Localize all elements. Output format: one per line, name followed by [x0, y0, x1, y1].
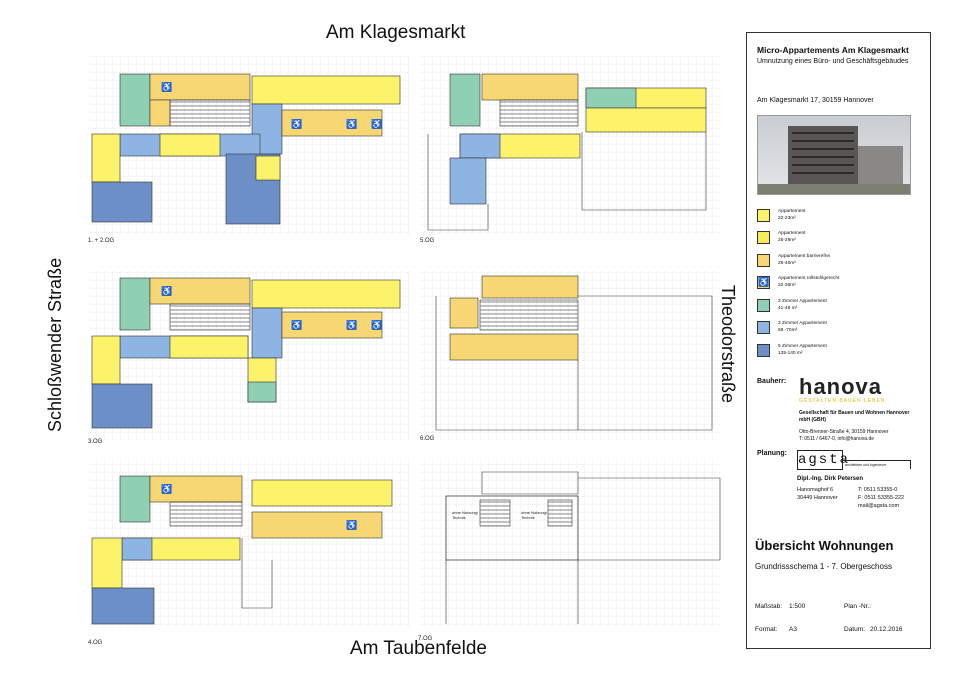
svg-text:♿: ♿ [291, 118, 302, 129]
legend-label: Appartement rollstuhlgerecht [778, 276, 840, 281]
legend-size: 135-140 m² [778, 350, 803, 356]
floor-plan-5-og [420, 56, 720, 236]
svg-text:♿: ♿ [161, 483, 172, 494]
planung-label: Planung: [757, 450, 787, 457]
bauherr-label: Bauherr: [757, 378, 787, 385]
legend-swatch [757, 321, 770, 334]
street-name-top: Am Klagesmarkt [326, 22, 466, 43]
svg-text:♿: ♿ [161, 81, 172, 92]
floor-plan-7-og [420, 458, 721, 628]
legend-swatch [757, 231, 770, 244]
project-subtitle: Umnutzung eines Büro- und Geschäftsgebäu… [757, 58, 909, 65]
svg-text:♿: ♿ [346, 118, 357, 129]
format-label: Format: [755, 626, 778, 633]
floor-label: 1. + 2.OG [88, 238, 115, 244]
bauherr-logo: hanova [799, 374, 883, 399]
legend-size: 32-36m² [778, 282, 796, 288]
planung-logo: agsta [797, 450, 851, 470]
planer-fax: F: 0511 53355-222 [858, 495, 905, 501]
technik-annotation: ohne Nutzung/ Technik [452, 510, 479, 520]
legend-swatch [757, 209, 770, 222]
floor-label: 6.OG [420, 436, 435, 442]
floor-plan-1-2-og [90, 56, 410, 236]
bauherr-name: Gesellschaft für Bauen und Wohnen Hannov… [799, 410, 910, 423]
legend-swatch [757, 299, 770, 312]
sheet-subtitle: Grundrissschema 1 - 7. Obergeschoss [755, 562, 892, 571]
datum-label: Datum: [844, 626, 865, 633]
planer-name: Dipl.-Ing. Dirk Petersen [797, 476, 864, 482]
title-block: Micro-Appartements Am Klagesmarkt Umnutz… [746, 32, 931, 649]
planung-tag: architekten und ingenieure [843, 460, 911, 469]
street-name-bottom: Am Taubenfelde [350, 638, 487, 659]
planer-phone: T: 0511 53355-0 [858, 487, 898, 493]
legend-label: Appartement [778, 231, 806, 236]
planer-city: 30449 Hannover [797, 495, 838, 501]
legend-label: 3 Zimmer Appartement [778, 299, 827, 304]
legend-label: 3 Zimmer Appartement [778, 321, 827, 326]
svg-text:♿: ♿ [291, 319, 302, 330]
floor-label: 4.OG [88, 640, 103, 646]
legend-size: 41-48 m² [778, 305, 798, 311]
legend-label: Appartement barrierefrei [778, 254, 830, 259]
legend-label: 5 Zimmer Appartement [778, 344, 827, 349]
svg-text:♿: ♿ [346, 319, 357, 330]
massstab-label: Maßstab: [755, 603, 783, 610]
format-value: A3 [789, 626, 797, 633]
wheelchair-icon: ♿ [757, 276, 770, 289]
floor-plan-3-og [90, 270, 410, 440]
svg-text:♿: ♿ [371, 319, 382, 330]
svg-text:♿: ♿ [371, 118, 382, 129]
building-photo [757, 115, 911, 195]
floor-label: 5.OG [420, 238, 435, 244]
bauherr-contact: T: 0511 / 6467-0, info@hanova.de [799, 436, 875, 442]
planer-street: Hanomaghof 6 [797, 487, 834, 493]
wheelchair-icon: ♿ ♿ ♿ ♿ ♿ ♿ ♿ ♿ ♿ ♿ [161, 81, 382, 530]
sheet-title: Übersicht Wohnungen [755, 538, 894, 553]
legend-size: 25-29m² [778, 237, 796, 243]
planer-mail: mail@agsta.com [858, 503, 900, 509]
technik-annotation: ohne Nutzung/ Technik [521, 510, 548, 520]
legend-swatch [757, 254, 770, 267]
legend-label: Appartement [778, 209, 806, 214]
floor-plan-6-og [420, 270, 720, 440]
legend-size: 58 -70m² [778, 327, 798, 333]
project-title: Micro-Appartements Am Klagesmarkt [757, 45, 909, 55]
floor-label: 3.OG [88, 439, 103, 445]
plan-nr-label: Plan -Nr.: [844, 603, 872, 610]
floor-plan-4-og [90, 458, 410, 628]
project-address: Am Klagesmarkt 17, 30159 Hannover [757, 97, 874, 104]
datum-value: 20.12.2016 [870, 626, 903, 633]
bauherr-address: Otto-Brenner-Straße 4, 30159 Hannover [799, 429, 889, 435]
svg-text:♿: ♿ [346, 519, 357, 530]
floor-label: 7.OG [418, 636, 433, 642]
legend-size: 22-23m² [778, 215, 796, 221]
bauherr-slogan: GESTALTEN BAUEN LEBEN [799, 398, 886, 404]
svg-text:♿: ♿ [161, 285, 172, 296]
massstab-value: 1:500 [789, 603, 806, 610]
legend-swatch [757, 344, 770, 357]
legend-size: 25-40m² [778, 260, 796, 266]
